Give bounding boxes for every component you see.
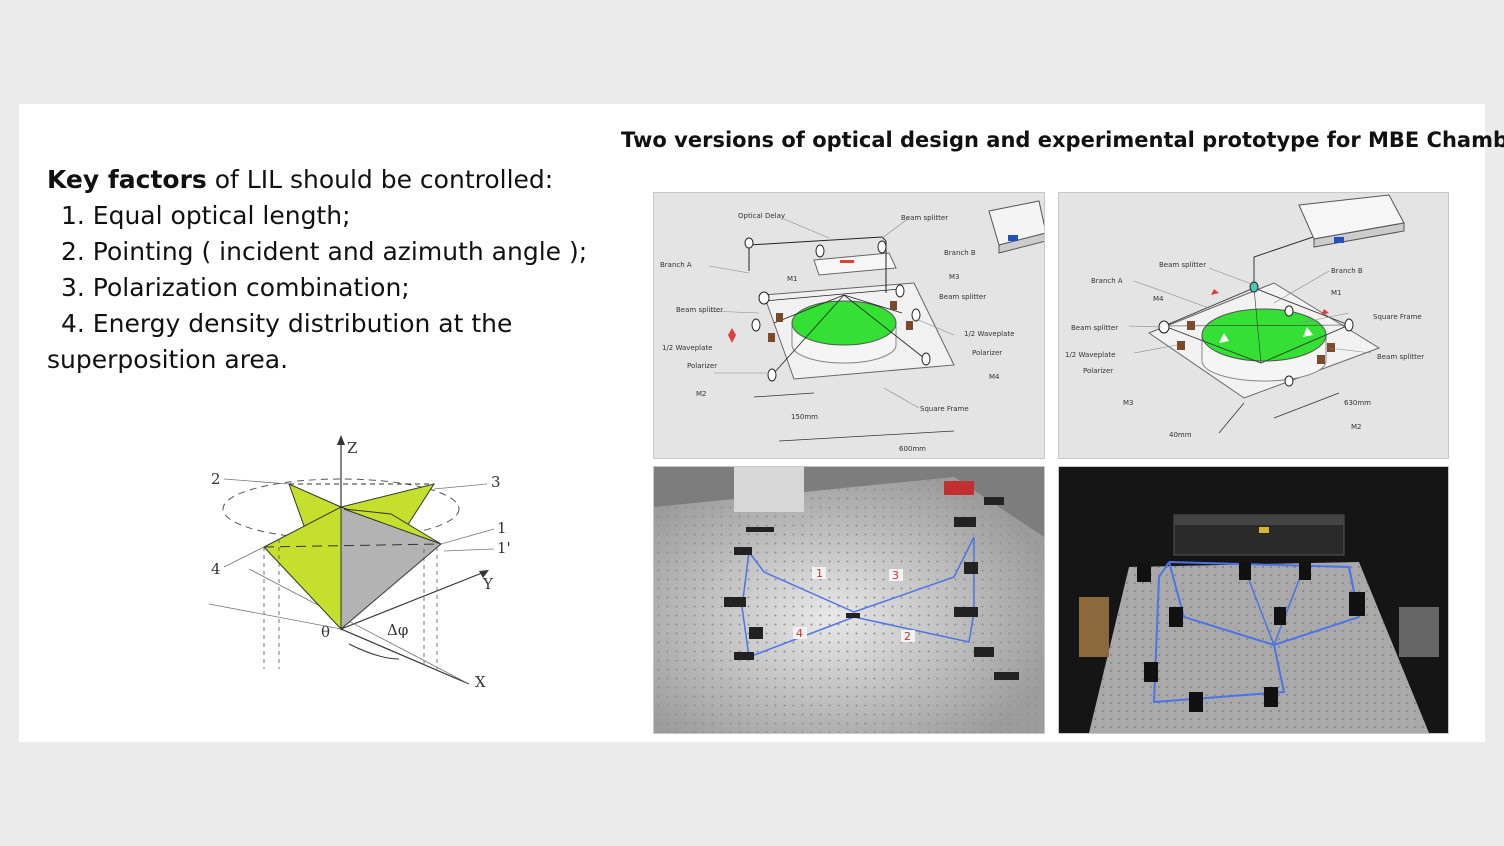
beam-geometry-diagram: Z Y X 2 3 1 1' 4 θ bbox=[208, 435, 511, 691]
d2-square-frame-label: Square Frame bbox=[1373, 313, 1422, 321]
key-factors-bold: Key factors bbox=[47, 165, 207, 194]
list-item: 4. Energy density distribution at the bbox=[61, 309, 513, 338]
beam-2-label: 2 bbox=[211, 470, 221, 488]
d2-beam-splitter-top-label: Beam splitter bbox=[1159, 261, 1206, 269]
x-axis-label: X bbox=[475, 673, 486, 691]
d2-m1-label: M1 bbox=[1331, 289, 1342, 297]
beam-1-label: 1 bbox=[497, 519, 507, 537]
d2-branch-a-label: Branch A bbox=[1091, 277, 1123, 285]
prototype-photo-1: 1 3 4 2 bbox=[653, 466, 1045, 734]
optical-design-1: Optical Delay Beam splitter Branch B Bra… bbox=[653, 192, 1045, 459]
d2-branch-b-label: Branch B bbox=[1331, 267, 1363, 275]
d1-waveplate-right-label: 1/2 Waveplate bbox=[964, 330, 1014, 338]
d1-polarizer-right-label: Polarizer bbox=[972, 349, 1002, 357]
prototype-photo-2 bbox=[1058, 466, 1449, 734]
d1-branch-a-label: Branch A bbox=[660, 261, 692, 269]
d1-m3-label: M3 bbox=[949, 273, 960, 281]
theta-label: θ bbox=[321, 623, 330, 641]
d1-m2-label: M2 bbox=[696, 390, 707, 398]
list-continuation: superposition area. bbox=[47, 345, 289, 374]
key-factors-heading: Key factors of LIL should be controlled: bbox=[47, 162, 607, 198]
d2-dim1-label: 630mm bbox=[1344, 399, 1371, 407]
d2-beam-splitter-right-label: Beam splitter bbox=[1377, 353, 1424, 361]
d1-waveplate-left-label: 1/2 Waveplate bbox=[662, 344, 712, 352]
delta-phi-label: Δφ bbox=[387, 621, 408, 639]
d2-m2-label: M2 bbox=[1351, 423, 1362, 431]
d1-m1-label: M1 bbox=[787, 275, 798, 283]
path-marker-3: 3 bbox=[892, 569, 899, 582]
d2-waveplate-label: 1/2 Waveplate bbox=[1065, 351, 1115, 359]
d1-branch-b-label: Branch B bbox=[944, 249, 976, 257]
d1-beam-splitter-right-label: Beam splitter bbox=[939, 293, 986, 301]
figure-title: Two versions of optical design and exper… bbox=[621, 128, 1504, 152]
d1-dim1-label: 150mm bbox=[791, 413, 818, 421]
y-axis-label: Y bbox=[482, 575, 494, 593]
z-axis-label: Z bbox=[347, 439, 357, 457]
d2-polarizer-label: Polarizer bbox=[1083, 367, 1113, 375]
d1-dim2-label: 600mm bbox=[899, 445, 926, 453]
d2-dim2-label: 40mm bbox=[1169, 431, 1192, 439]
d2-m4-label: M4 bbox=[1153, 295, 1164, 303]
list-item: 1. Equal optical length; bbox=[61, 201, 351, 230]
beam-1-prime-label: 1' bbox=[497, 539, 511, 557]
beam-3-label: 3 bbox=[491, 473, 501, 491]
list-item: 2. Pointing ( incident and azimuth angle… bbox=[61, 237, 588, 266]
d1-polarizer-left-label: Polarizer bbox=[687, 362, 717, 370]
d1-square-frame-label: Square Frame bbox=[920, 405, 969, 413]
d1-beam-splitter-left-label: Beam splitter bbox=[676, 306, 723, 314]
beam-4-label: 4 bbox=[211, 560, 221, 578]
key-factors-text: Key factors of LIL should be controlled:… bbox=[47, 162, 607, 378]
slide: Key factors of LIL should be controlled:… bbox=[19, 104, 1504, 742]
path-marker-2: 2 bbox=[904, 630, 911, 643]
path-marker-4: 4 bbox=[796, 627, 803, 640]
list-item: 3. Polarization combination; bbox=[61, 273, 410, 302]
d2-m3-label: M3 bbox=[1123, 399, 1134, 407]
d2-beam-splitter-left-label: Beam splitter bbox=[1071, 324, 1118, 332]
d1-optical-delay-label: Optical Delay bbox=[738, 212, 785, 220]
key-factors-rest: of LIL should be controlled: bbox=[206, 165, 554, 194]
optical-design-2: Beam splitter Branch B Branch A M4 M1 Sq… bbox=[1058, 192, 1449, 459]
d1-m4-label: M4 bbox=[989, 373, 1000, 381]
d1-beam-splitter-top-label: Beam splitter bbox=[901, 214, 948, 222]
path-marker-1: 1 bbox=[816, 567, 823, 580]
